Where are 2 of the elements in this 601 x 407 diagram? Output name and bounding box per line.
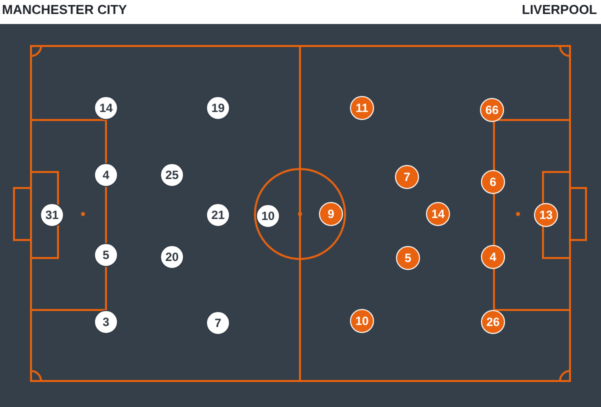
team-name: LIVERPOOL xyxy=(522,2,597,18)
team-name: MANCHESTER CITY xyxy=(2,2,127,18)
